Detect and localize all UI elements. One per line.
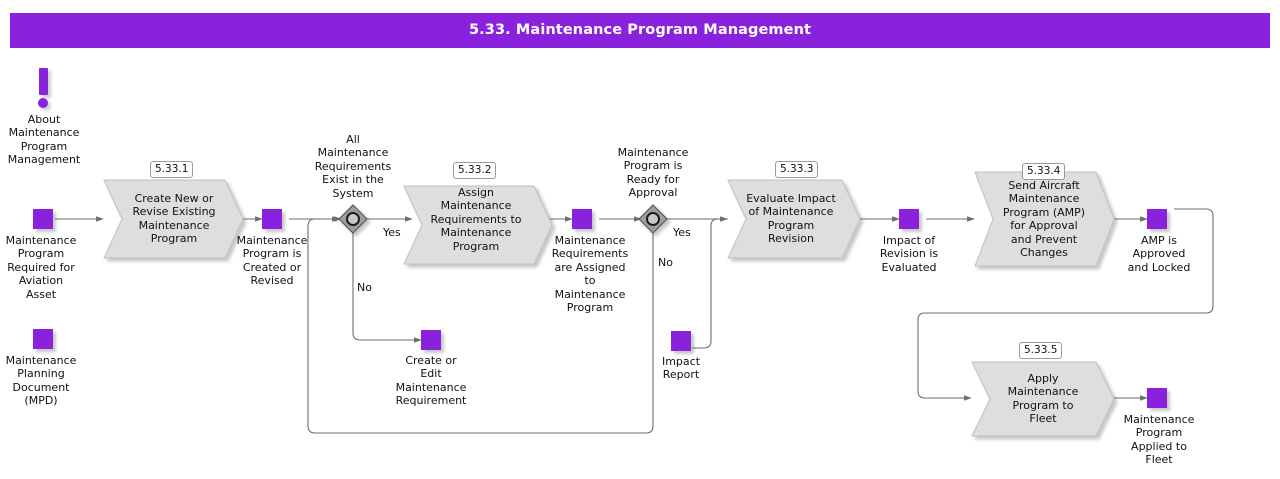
- data-object-mp-required-label: Maintenance Program Required for Aviatio…: [5, 234, 77, 301]
- data-object-impact-evaluated-label: Impact of Revision is Evaluated: [879, 234, 939, 274]
- data-object-mp-required-icon[interactable]: [33, 209, 53, 229]
- data-object-req-assigned-icon[interactable]: [572, 209, 592, 229]
- data-object-impact-evaluated-icon[interactable]: [899, 209, 919, 229]
- exclamation-dot-icon: [38, 98, 48, 108]
- task-3-number-badge: 5.33.3: [775, 161, 819, 178]
- data-object-mp-applied-label: Maintenance Program Applied to Fleet: [1123, 413, 1195, 467]
- data-object-mpd-icon[interactable]: [33, 329, 53, 349]
- gateway-1-label: All Maintenance Requirements Exist in th…: [314, 133, 392, 200]
- task-1-label: Create New or Revise Existing Maintenanc…: [132, 192, 216, 246]
- about-label: About Maintenance Program Management: [7, 113, 81, 167]
- data-object-mp-applied-icon[interactable]: [1147, 388, 1167, 408]
- data-object-impact-report-label: Impact Report: [661, 355, 701, 382]
- task-2-label: Assign Maintenance Requirements to Maint…: [430, 186, 522, 253]
- gateway-shape-1[interactable]: [338, 204, 368, 234]
- gateway-2-label: Maintenance Program is Ready for Approva…: [617, 146, 689, 200]
- gateway-shape-2[interactable]: [638, 204, 668, 234]
- task-3-label: Evaluate Impact of Maintenance Program R…: [746, 192, 836, 246]
- data-object-amp-approved-icon[interactable]: [1147, 209, 1167, 229]
- page-title: 5.33. Maintenance Program Management: [468, 22, 812, 38]
- data-object-create-edit-req-label: Create or Edit Maintenance Requirement: [395, 354, 467, 408]
- gateway-2-yes-label: Yes: [673, 226, 691, 239]
- task-4-label: Send Aircraft Maintenance Program (AMP) …: [1002, 179, 1086, 260]
- gateway-1-inner-circle: [346, 212, 360, 226]
- task-2-number-badge: 5.33.2: [453, 162, 497, 179]
- data-object-req-assigned-label: Maintenance Requirements are Assigned to…: [551, 234, 629, 315]
- task-5-number-badge: 5.33.5: [1019, 342, 1063, 359]
- connector-impactreport-to-task3: [692, 218, 728, 349]
- gateway-1-no-label: No: [357, 281, 372, 294]
- data-object-mpd-label: Maintenance Planning Document (MPD): [5, 354, 77, 408]
- gateway-2-inner-circle: [646, 212, 660, 226]
- page-header-bar: 5.33. Maintenance Program Management: [10, 13, 1270, 48]
- data-object-impact-report-icon[interactable]: [671, 331, 691, 351]
- exclamation-icon[interactable]: [39, 68, 48, 95]
- task-1-number-badge: 5.33.1: [150, 161, 194, 178]
- data-object-create-edit-req-icon[interactable]: [421, 330, 441, 350]
- data-object-amp-approved-label: AMP is Approved and Locked: [1127, 234, 1191, 274]
- data-object-mp-created-label: Maintenance Program is Created or Revise…: [236, 234, 308, 288]
- task-4-number-badge: 5.33.4: [1022, 163, 1066, 180]
- gateway-2-no-label: No: [658, 256, 673, 269]
- data-object-mp-created-icon[interactable]: [262, 209, 282, 229]
- gateway-1-yes-label: Yes: [383, 226, 401, 239]
- task-5-label: Apply Maintenance Program to Fleet: [1007, 372, 1079, 426]
